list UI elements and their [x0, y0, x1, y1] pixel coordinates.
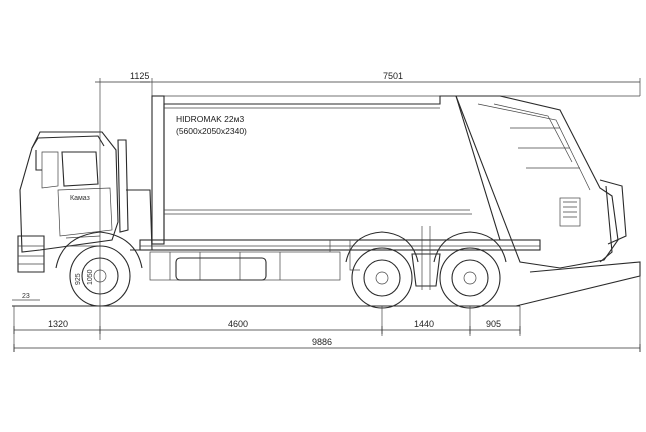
dim-rear-overhang: 905	[486, 319, 501, 329]
dim-top-offset: 1125	[130, 71, 149, 81]
front-wheel: 925 1050	[55, 231, 143, 307]
bogie-suspension	[411, 226, 441, 290]
chassis-frame	[139, 239, 541, 281]
dim-wheel-height-2: 1050	[87, 269, 94, 285]
cab: Камаз	[17, 131, 153, 273]
bottom-dimension-group: 1320 4600 1440 905 9886	[13, 276, 641, 352]
body-size-label: (5600x2050x2340)	[176, 126, 247, 136]
dim-wheelbase: 4600	[228, 319, 248, 329]
rear-wheel-2	[433, 231, 507, 309]
dim-front-overhang: 1320	[48, 319, 68, 329]
refuse-body: HIDROMAK 22м3 (5600x2050x2340)	[151, 95, 641, 307]
dim-wheel-height-1: 925	[75, 273, 82, 285]
dim-bogie-spacing: 1440	[414, 319, 434, 329]
dim-ground-clearance: 23	[22, 293, 30, 300]
dim-top-body-length: 7501	[383, 71, 403, 81]
dim-overall-length: 9886	[312, 337, 332, 347]
cab-logo: Камаз	[70, 195, 90, 202]
top-dimension-group: 1125 7501	[95, 71, 641, 340]
body-model-label: HIDROMAK 22м3	[176, 114, 244, 124]
